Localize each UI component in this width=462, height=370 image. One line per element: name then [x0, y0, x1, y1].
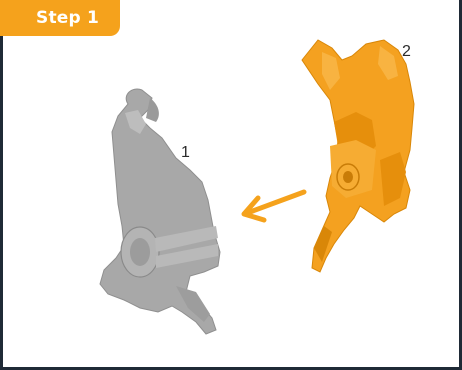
orange-part-2	[302, 40, 414, 272]
part-number-2: 2	[402, 43, 411, 60]
grey-part-1	[100, 89, 220, 334]
part-number-1: 1	[181, 144, 190, 161]
panel-border-left	[0, 36, 3, 370]
left-arrow-icon	[244, 192, 304, 220]
